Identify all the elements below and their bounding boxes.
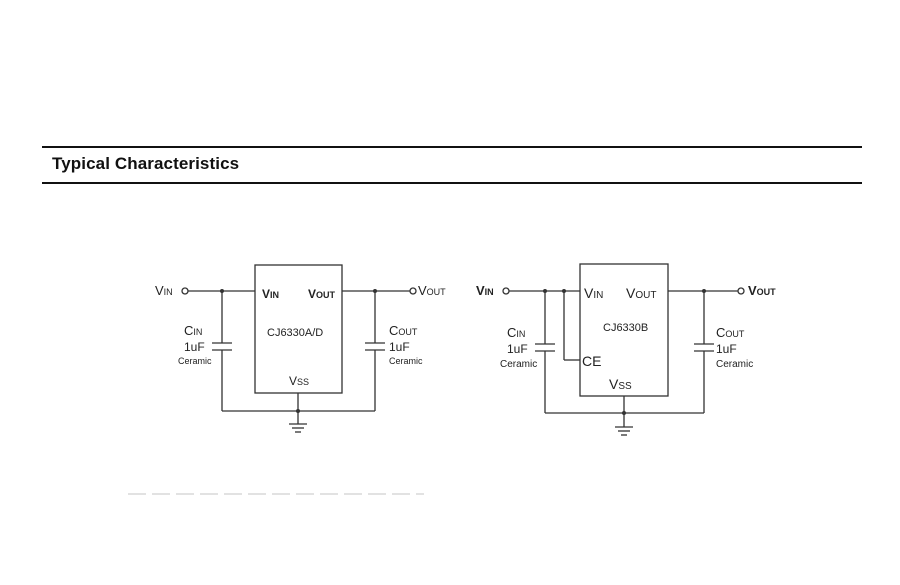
section-title: Typical Characteristics <box>52 154 240 173</box>
circuit-a-vin-terminal <box>181 287 189 295</box>
circuit-b-ground-icon <box>615 426 633 436</box>
circuit-a-vin-label: VIN <box>155 283 173 298</box>
circuit-a-cin-value: 1uF <box>184 340 205 354</box>
circuit-b: VIN VIN VOUT CJ6330B CE VSS VOUT CIN 1uF… <box>476 263 776 436</box>
circuit-a: VIN VIN VOUT CJ6330A/D VSS VOUT CIN 1uF … <box>155 264 446 433</box>
circuit-b-vout-terminal <box>737 287 745 295</box>
header-rule-bottom <box>42 182 862 184</box>
circuit-b-cin-type: Ceramic <box>500 359 537 370</box>
circuit-a-ground-icon <box>289 423 307 433</box>
header-rule-top <box>42 146 862 148</box>
circuit-b-cin-value: 1uF <box>507 342 528 356</box>
circuit-b-pin-vss: VSS <box>609 376 632 392</box>
circuit-a-cin-type: Ceramic <box>178 356 212 366</box>
circuit-a-cout-label: COUT <box>389 323 418 338</box>
circuit-a-chip <box>254 264 343 394</box>
circuit-b-cout-value: 1uF <box>716 342 737 356</box>
circuit-a-cout-value: 1uF <box>389 340 410 354</box>
circuit-a-ground-node <box>296 409 300 413</box>
circuit-a-pin-vin: VIN <box>262 287 279 301</box>
circuit-a-pin-vout: VOUT <box>308 287 336 301</box>
circuit-b-cout-type: Ceramic <box>716 359 753 370</box>
circuit-a-vout-label: VOUT <box>418 283 446 298</box>
circuit-b-cin-label: CIN <box>507 325 525 340</box>
circuit-b-ground-node <box>622 411 626 415</box>
circuit-a-cin-label: CIN <box>184 323 202 338</box>
circuit-a-cout-type: Ceramic <box>389 356 423 366</box>
circuit-b-pin-vin: VIN <box>584 285 603 301</box>
circuit-b-chip <box>579 263 669 397</box>
circuit-a-chip-name: CJ6330A/D <box>267 327 323 339</box>
circuit-a-pin-vss: VSS <box>289 374 309 388</box>
circuit-b-vin-terminal <box>502 287 510 295</box>
circuit-b-vin-label: VIN <box>476 283 494 298</box>
circuit-b-pin-ce: CE <box>582 353 601 369</box>
faint-scan-line <box>128 493 424 495</box>
circuit-b-cout-label: COUT <box>716 325 745 340</box>
circuit-b-pin-vout: VOUT <box>626 285 656 301</box>
circuit-a-vout-terminal <box>409 287 417 295</box>
circuit-b-chip-name: CJ6330B <box>603 322 648 334</box>
circuit-b-vout-label: VOUT <box>748 283 776 298</box>
